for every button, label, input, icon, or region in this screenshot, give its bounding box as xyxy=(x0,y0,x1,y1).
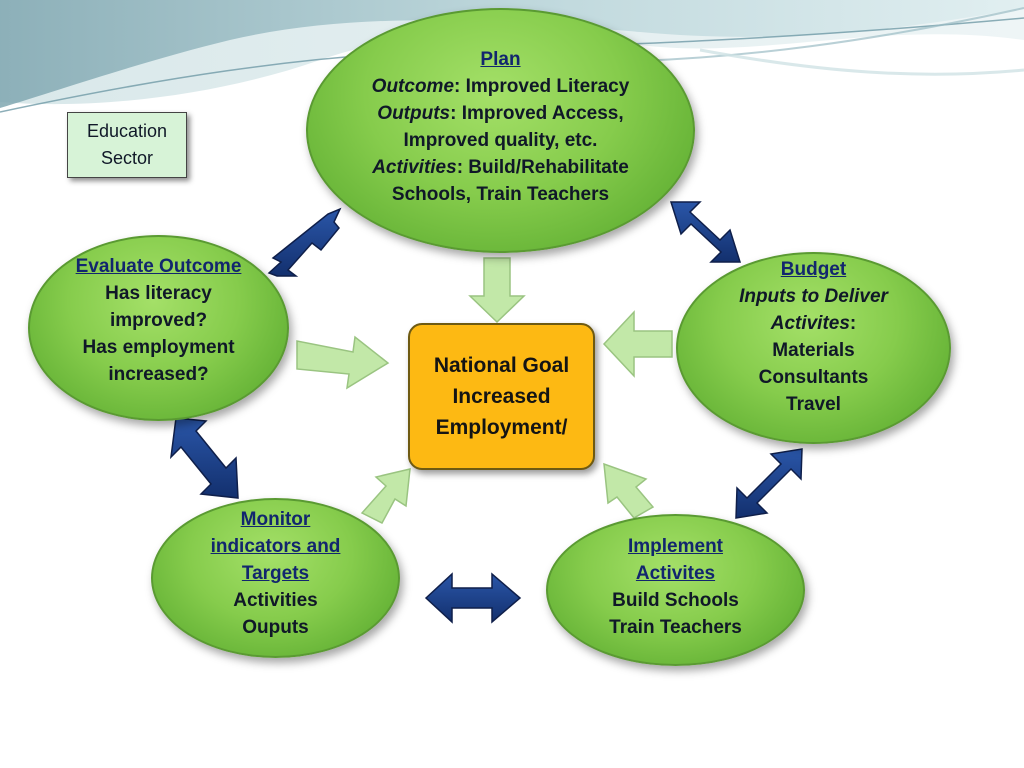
plan-outputs: Outputs: Improved Access, xyxy=(377,102,624,124)
evaluate-line-1: Has literacy xyxy=(105,282,212,304)
monitor-ellipse: Monitor indicators and Targets Activitie… xyxy=(151,498,400,658)
flow-arrow-evaluate-to-goal xyxy=(296,335,390,390)
budget-line-5: Travel xyxy=(786,394,841,415)
implement-line-1: Build Schools xyxy=(612,590,739,611)
flow-arrow-plan-to-goal xyxy=(468,257,526,324)
budget-line-4: Consultants xyxy=(758,367,869,388)
goal-line-1: National Goal xyxy=(433,354,570,377)
monitor-title-2: indicators and xyxy=(210,535,341,557)
plan-outputs-cont: Improved quality, etc. xyxy=(403,129,598,151)
evaluate-title: Evaluate Outcome xyxy=(75,255,242,277)
plan-outcome: Outcome: Improved Literacy xyxy=(371,75,630,97)
monitor-title-1: Monitor xyxy=(240,508,311,530)
evaluate-line-4: increased? xyxy=(108,363,209,385)
double-arrow-plan-budget xyxy=(669,201,742,263)
goal-line-2: Increased xyxy=(452,385,551,408)
plan-title: Plan xyxy=(480,48,521,70)
implement-title-2: Activites xyxy=(635,563,716,584)
double-arrow-budget-implement xyxy=(735,448,803,519)
plan-activities-cont: Schools, Train Teachers xyxy=(391,183,610,205)
evaluate-line-3: Has employment xyxy=(82,336,235,358)
monitor-line-2: Ouputs xyxy=(242,616,309,638)
implement-title-1: Implement xyxy=(627,536,724,557)
national-goal-box: National Goal Increased Employment/ xyxy=(408,323,595,470)
budget-line-3: Materials xyxy=(772,340,855,361)
double-arrow-monitor-implement xyxy=(424,572,522,624)
budget-line-1: Inputs to Deliver xyxy=(739,286,888,307)
double-arrow-evaluate-plan xyxy=(267,207,342,277)
budget-title: Budget xyxy=(780,259,847,280)
flow-arrow-budget-to-goal xyxy=(602,310,673,378)
evaluate-ellipse: Evaluate Outcome Has literacy improved? … xyxy=(28,235,289,421)
implement-ellipse: Implement Activites Build Schools Train … xyxy=(546,514,805,666)
goal-line-3: Employment/ xyxy=(435,416,568,439)
education-sector-box: Education Sector xyxy=(67,112,187,178)
budget-ellipse: Budget Inputs to Deliver Activites: Mate… xyxy=(676,252,951,444)
plan-activities: Activities: Build/Rehabilitate xyxy=(372,156,629,178)
plan-ellipse: Plan Outcome: Improved Literacy Outputs:… xyxy=(306,8,695,253)
monitor-line-1: Activities xyxy=(233,589,318,611)
implement-line-2: Train Teachers xyxy=(609,617,742,638)
evaluate-line-2: improved? xyxy=(109,309,208,331)
sector-line-1: Education xyxy=(86,121,168,141)
flow-arrow-monitor-to-goal xyxy=(360,468,411,524)
sector-line-2: Sector xyxy=(100,148,154,168)
monitor-title-3: Targets xyxy=(241,562,310,584)
budget-line-2: Activites: xyxy=(770,313,857,334)
flow-arrow-implement-to-goal xyxy=(603,462,655,519)
double-arrow-evaluate-monitor xyxy=(169,417,239,499)
